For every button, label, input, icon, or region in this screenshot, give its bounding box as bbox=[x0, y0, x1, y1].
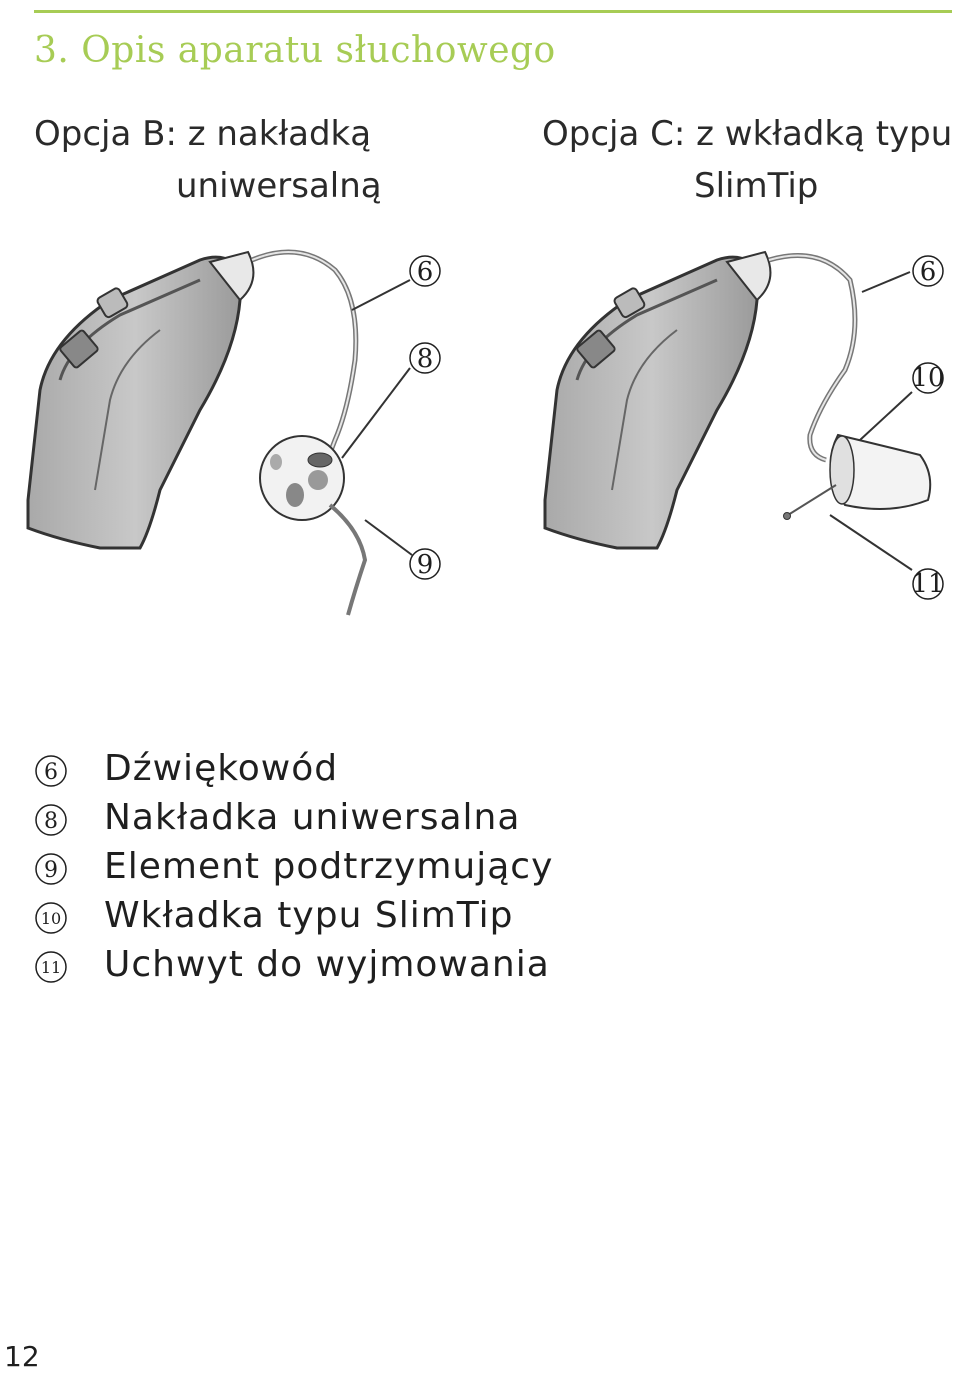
hearing-aid-b-illustration bbox=[26, 249, 413, 616]
callout-8-b: 8 bbox=[409, 342, 441, 374]
callout-11-c: 11 bbox=[911, 568, 945, 600]
legend-number-badge: 9 bbox=[34, 852, 68, 886]
svg-text:10: 10 bbox=[41, 909, 61, 928]
option-c-title: Opcja C: z wkładką typu bbox=[542, 114, 953, 154]
legend-label: Nakładka uniwersalna bbox=[104, 797, 521, 838]
svg-text:11: 11 bbox=[41, 958, 61, 977]
svg-text:6: 6 bbox=[44, 760, 58, 785]
callout-6-c: 6 bbox=[912, 255, 944, 287]
svg-text:11: 11 bbox=[911, 569, 944, 599]
svg-text:8: 8 bbox=[417, 344, 434, 374]
legend-label: Uchwyt do wyjmowania bbox=[104, 944, 550, 985]
callout-10-c: 10 bbox=[911, 362, 945, 394]
hearing-aid-c-illustration bbox=[543, 250, 932, 571]
legend-number-badge: 10 bbox=[34, 901, 68, 935]
svg-text:9: 9 bbox=[44, 858, 58, 883]
option-c-title-line2: SlimTip bbox=[694, 166, 819, 206]
legend-label: Dźwiękowód bbox=[104, 748, 339, 789]
option-b-title: Opcja B: z nakładką bbox=[34, 114, 372, 154]
svg-text:6: 6 bbox=[417, 257, 434, 287]
option-b-title-line2: uniwersalną bbox=[176, 166, 382, 206]
header-rule bbox=[34, 10, 952, 13]
legend-number-badge: 11 bbox=[34, 950, 68, 984]
section-title: 3. Opis aparatu słuchowego bbox=[34, 30, 556, 71]
legend-label: Element podtrzymujący bbox=[104, 846, 554, 887]
page-number: 12 bbox=[4, 1340, 40, 1373]
callout-6-b: 6 bbox=[409, 255, 441, 287]
legend-label: Wkładka typu SlimTip bbox=[104, 895, 514, 936]
legend-number-badge: 6 bbox=[34, 754, 68, 788]
callout-9-b: 9 bbox=[409, 548, 441, 580]
svg-text:10: 10 bbox=[911, 363, 944, 393]
svg-text:9: 9 bbox=[417, 550, 434, 580]
svg-text:6: 6 bbox=[920, 257, 937, 287]
legend-number-badge: 8 bbox=[34, 803, 68, 837]
hearing-aid-illustrations: 6 8 9 6 10 11 bbox=[26, 249, 945, 616]
svg-text:8: 8 bbox=[44, 809, 58, 834]
